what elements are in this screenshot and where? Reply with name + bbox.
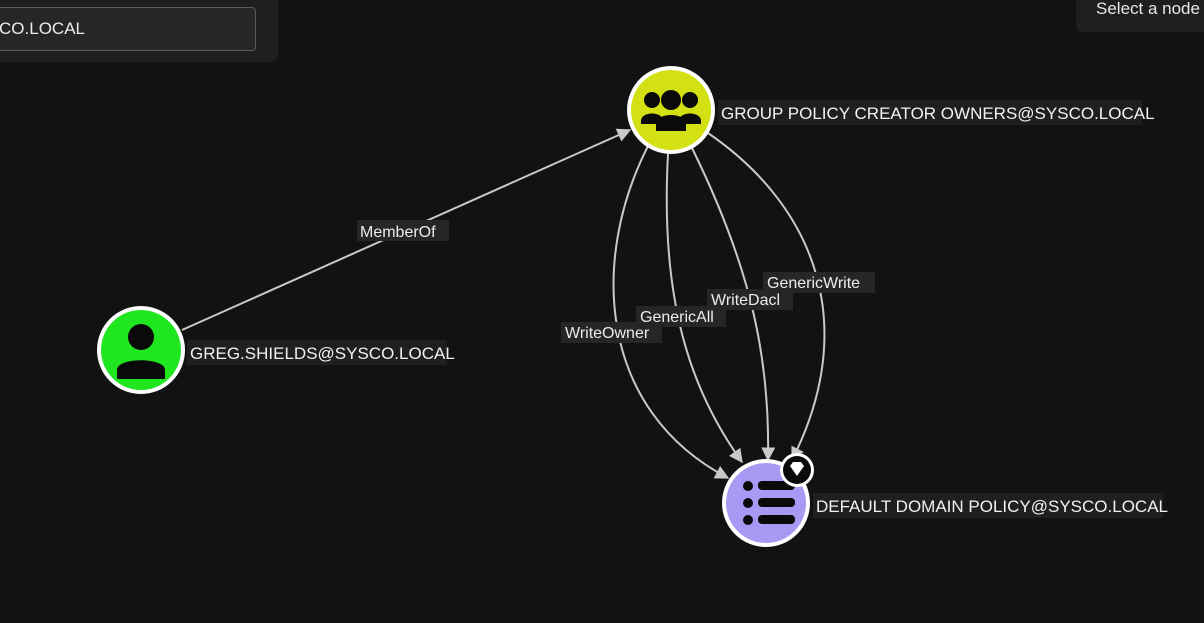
search-input[interactable] [0, 7, 256, 51]
edge-label-genericall: GenericAll [636, 306, 726, 327]
edge-genericall[interactable] [665, 153, 743, 464]
svg-text:WriteOwner: WriteOwner [565, 325, 650, 342]
svg-text:WriteDacl: WriteDacl [711, 292, 780, 309]
search-panel [0, 0, 278, 62]
edge-label-genericwrite: GenericWrite [763, 272, 875, 293]
user-icon [117, 324, 165, 379]
edge-writedacl[interactable] [691, 147, 776, 462]
node-info-text: Select a node [1096, 0, 1200, 18]
svg-text:GenericAll: GenericAll [640, 309, 714, 326]
node-default-domain-policy[interactable]: DEFAULT DOMAIN POLICY@SYSCO.LOCAL [722, 453, 1168, 547]
node-label-ddp: DEFAULT DOMAIN POLICY@SYSCO.LOCAL [816, 497, 1168, 516]
svg-text:MemberOf: MemberOf [360, 224, 436, 241]
list-icon [743, 481, 795, 525]
group-icon [641, 90, 701, 131]
node-label-gpco: GROUP POLICY CREATOR OWNERS@SYSCO.LOCAL [721, 104, 1155, 123]
svg-text:GenericWrite: GenericWrite [767, 275, 860, 292]
node-label-greg: GREG.SHIELDS@SYSCO.LOCAL [190, 344, 455, 363]
edge-label-memberof: MemberOf [357, 220, 449, 241]
node-info-panel: Select a node [1076, 0, 1204, 32]
edge-label-writeowner: WriteOwner [561, 322, 662, 343]
gem-icon [780, 453, 814, 487]
edge-label-writedacl: WriteDacl [707, 289, 793, 310]
node-greg-shields[interactable]: GREG.SHIELDS@SYSCO.LOCAL [97, 306, 455, 394]
node-group-policy-creator-owners[interactable]: GROUP POLICY CREATOR OWNERS@SYSCO.LOCAL [627, 66, 1155, 154]
